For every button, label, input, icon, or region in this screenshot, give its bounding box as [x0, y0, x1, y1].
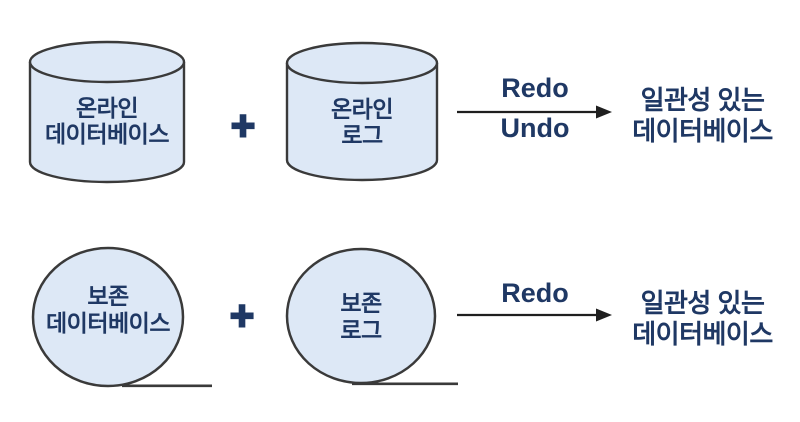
- consistent-database-top-line2: 데이터베이스: [632, 116, 773, 146]
- consistent-database-label-top: 일관성 있는 데이터베이스: [615, 85, 790, 147]
- archive-database-tape-icon: [31, 246, 212, 388]
- archive-database-label-line2: 데이터베이스: [46, 310, 170, 336]
- redo-label-top: Redo: [501, 73, 569, 103]
- online-log-label-line1: 온라인: [331, 96, 393, 122]
- archive-database-label-line1: 보존: [87, 283, 129, 309]
- archive-log-label-line1: 보존: [340, 290, 382, 316]
- online-database-label: 온라인 데이터베이스: [30, 95, 184, 147]
- archive-log-tape-icon: [285, 247, 458, 386]
- online-log-label: 온라인 로그: [287, 96, 437, 148]
- online-log-cylinder-icon: [285, 41, 439, 182]
- archive-log-label-line2: 로그: [340, 317, 382, 343]
- online-database-label-line1: 온라인: [76, 95, 138, 121]
- redo-arrow-icon: [457, 308, 612, 322]
- consistent-database-bottom-line1: 일관성 있는: [640, 288, 765, 318]
- redo-undo-arrow-icon: [457, 105, 612, 119]
- undo-label-top: Undo: [500, 113, 570, 143]
- plus-sign-bottom: +: [229, 292, 256, 340]
- archive-database-label: 보존 데이터베이스: [31, 283, 185, 337]
- consistent-database-bottom-line2: 데이터베이스: [632, 319, 773, 349]
- plus-sign-top: +: [230, 102, 257, 150]
- redo-label-bottom: Redo: [501, 278, 569, 308]
- consistent-database-top-line1: 일관성 있는: [640, 85, 765, 115]
- archive-log-label: 보존 로그: [286, 290, 436, 344]
- online-database-label-line2: 데이터베이스: [45, 121, 169, 147]
- online-log-label-line2: 로그: [341, 122, 383, 148]
- consistent-database-label-bottom: 일관성 있는 데이터베이스: [615, 288, 790, 350]
- online-database-cylinder-icon: [28, 40, 186, 184]
